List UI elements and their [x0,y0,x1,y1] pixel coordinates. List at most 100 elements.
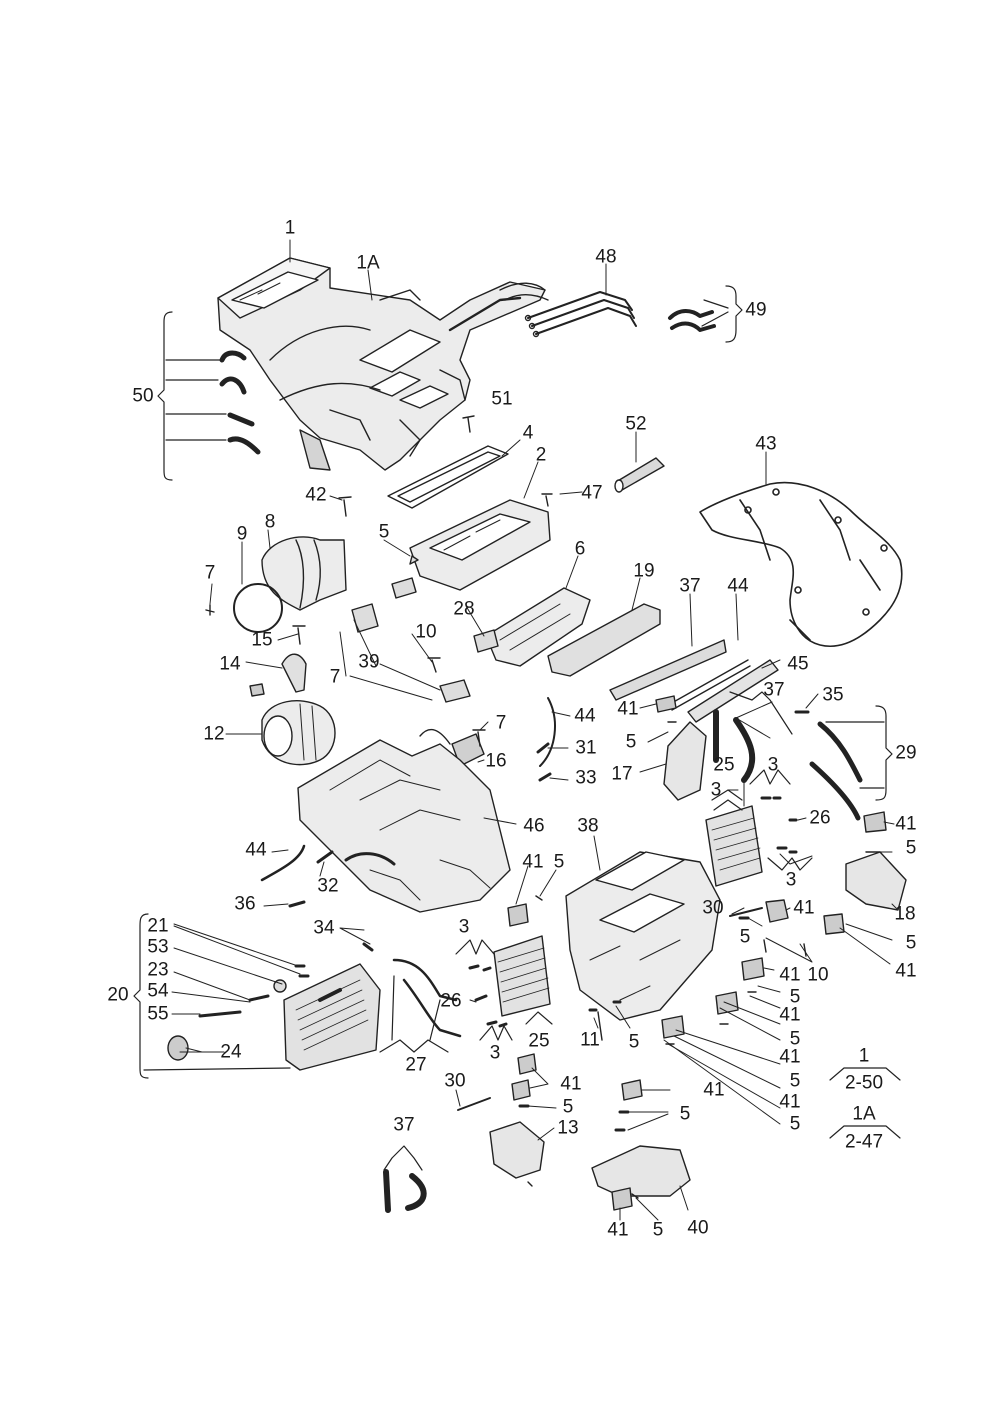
pipe-27a [392,958,458,1002]
cover-6 [485,587,591,667]
callout-19: 19 [633,560,655,582]
callout-1: 1 [284,217,296,239]
hose-29a [817,721,863,783]
callout-41: 41 [703,1079,725,1101]
callout-8: 8 [264,511,276,533]
callout-36: 36 [234,893,256,915]
sensor-11 [597,1011,603,1041]
callout-6: 6 [574,538,586,560]
nut-5 [409,555,419,565]
callout-37: 37 [393,1114,415,1136]
cap-41i [611,1187,633,1211]
callout-5: 5 [679,1103,691,1125]
callout-18: 18 [894,903,916,925]
callout-7: 7 [329,666,341,688]
filter-52 [614,457,665,493]
callout-5: 5 [739,926,751,948]
callout-43: 43 [755,433,777,455]
callout-42: 42 [305,484,327,506]
gasket-44c [260,844,306,882]
caps-41-group [661,957,765,1039]
sensor-33 [538,772,552,782]
sensor-31 [536,742,550,754]
callout-3: 3 [785,869,797,891]
hose-37d [383,1169,391,1213]
callout-3: 3 [489,1042,501,1064]
cap-41h [621,1079,643,1101]
gasket-44b [539,697,556,767]
nuts-5h [614,1110,630,1132]
callout-38: 38 [577,815,599,837]
sensor-30b [457,1097,491,1111]
resistor-16 [419,728,485,767]
callout-21: 21 [147,915,169,937]
callout-45: 45 [787,653,809,675]
callout-12: 12 [203,723,225,745]
reference-range-1a: 2-47 [844,1131,884,1153]
clip-28 [391,577,417,599]
callout-5: 5 [789,1028,801,1050]
callout-10: 10 [415,621,437,643]
callout-3: 3 [458,916,470,938]
callout-54: 54 [147,980,169,1002]
clip-39 [351,603,379,633]
ring-9 [233,583,283,633]
cap-41c [823,913,845,935]
callout-48: 48 [595,246,617,268]
clip-32 [316,850,334,864]
nut-5i [631,1193,639,1199]
screw-15 [292,625,306,645]
callout-52: 52 [625,413,647,435]
group-brackets [133,285,901,1171]
callout-51: 51 [491,388,513,410]
blower-motor-12 [249,683,336,766]
housing-cover-2 [409,499,551,591]
callout-34: 34 [313,917,335,939]
callout-24: 24 [220,1041,242,1063]
callout-41: 41 [522,851,544,873]
callout-5: 5 [789,1070,801,1092]
callout-14: 14 [219,653,241,675]
heater-box-assembly-1 [217,257,549,471]
reference-part-1a: 1A [852,1103,876,1125]
callout-44: 44 [245,839,267,861]
duct-13 [489,1121,545,1179]
callout-5: 5 [905,932,917,954]
screw-7c [472,729,486,747]
callout-26: 26 [440,990,462,1012]
callout-41: 41 [560,1073,582,1095]
leader-lines [171,239,897,1221]
hose-37e [405,1173,427,1211]
duct-18 [845,851,907,911]
callout-16: 16 [485,750,507,772]
callout-7: 7 [495,712,507,734]
callout-10: 10 [807,964,829,986]
callout-50: 50 [132,385,154,407]
clip-47 [541,493,553,507]
callout-25: 25 [528,1030,550,1052]
callout-17: 17 [611,763,633,785]
nut-13 [527,1181,533,1187]
callout-41: 41 [607,1219,629,1241]
callout-41: 41 [779,964,801,986]
reference-range-1: 2-50 [844,1072,884,1094]
reference-part-1: 1 [858,1045,870,1067]
callout-30: 30 [702,897,724,919]
callout-44: 44 [574,705,596,727]
callout-37: 37 [679,575,701,597]
lower-housing-46 [297,739,511,913]
callout-27: 27 [405,1054,427,1076]
screw-51 [462,415,475,433]
seal-4 [387,445,509,509]
cap-41e [507,903,529,927]
callout-33: 33 [575,767,597,789]
callout-40: 40 [687,1217,709,1239]
callout-49: 49 [745,299,767,321]
callout-44: 44 [727,575,749,597]
callout-25: 25 [713,754,735,776]
bracket-19 [547,603,661,677]
callout-5: 5 [905,837,917,859]
callout-5: 5 [628,1031,640,1053]
callout-32: 32 [317,875,339,897]
callout-35: 35 [822,684,844,706]
